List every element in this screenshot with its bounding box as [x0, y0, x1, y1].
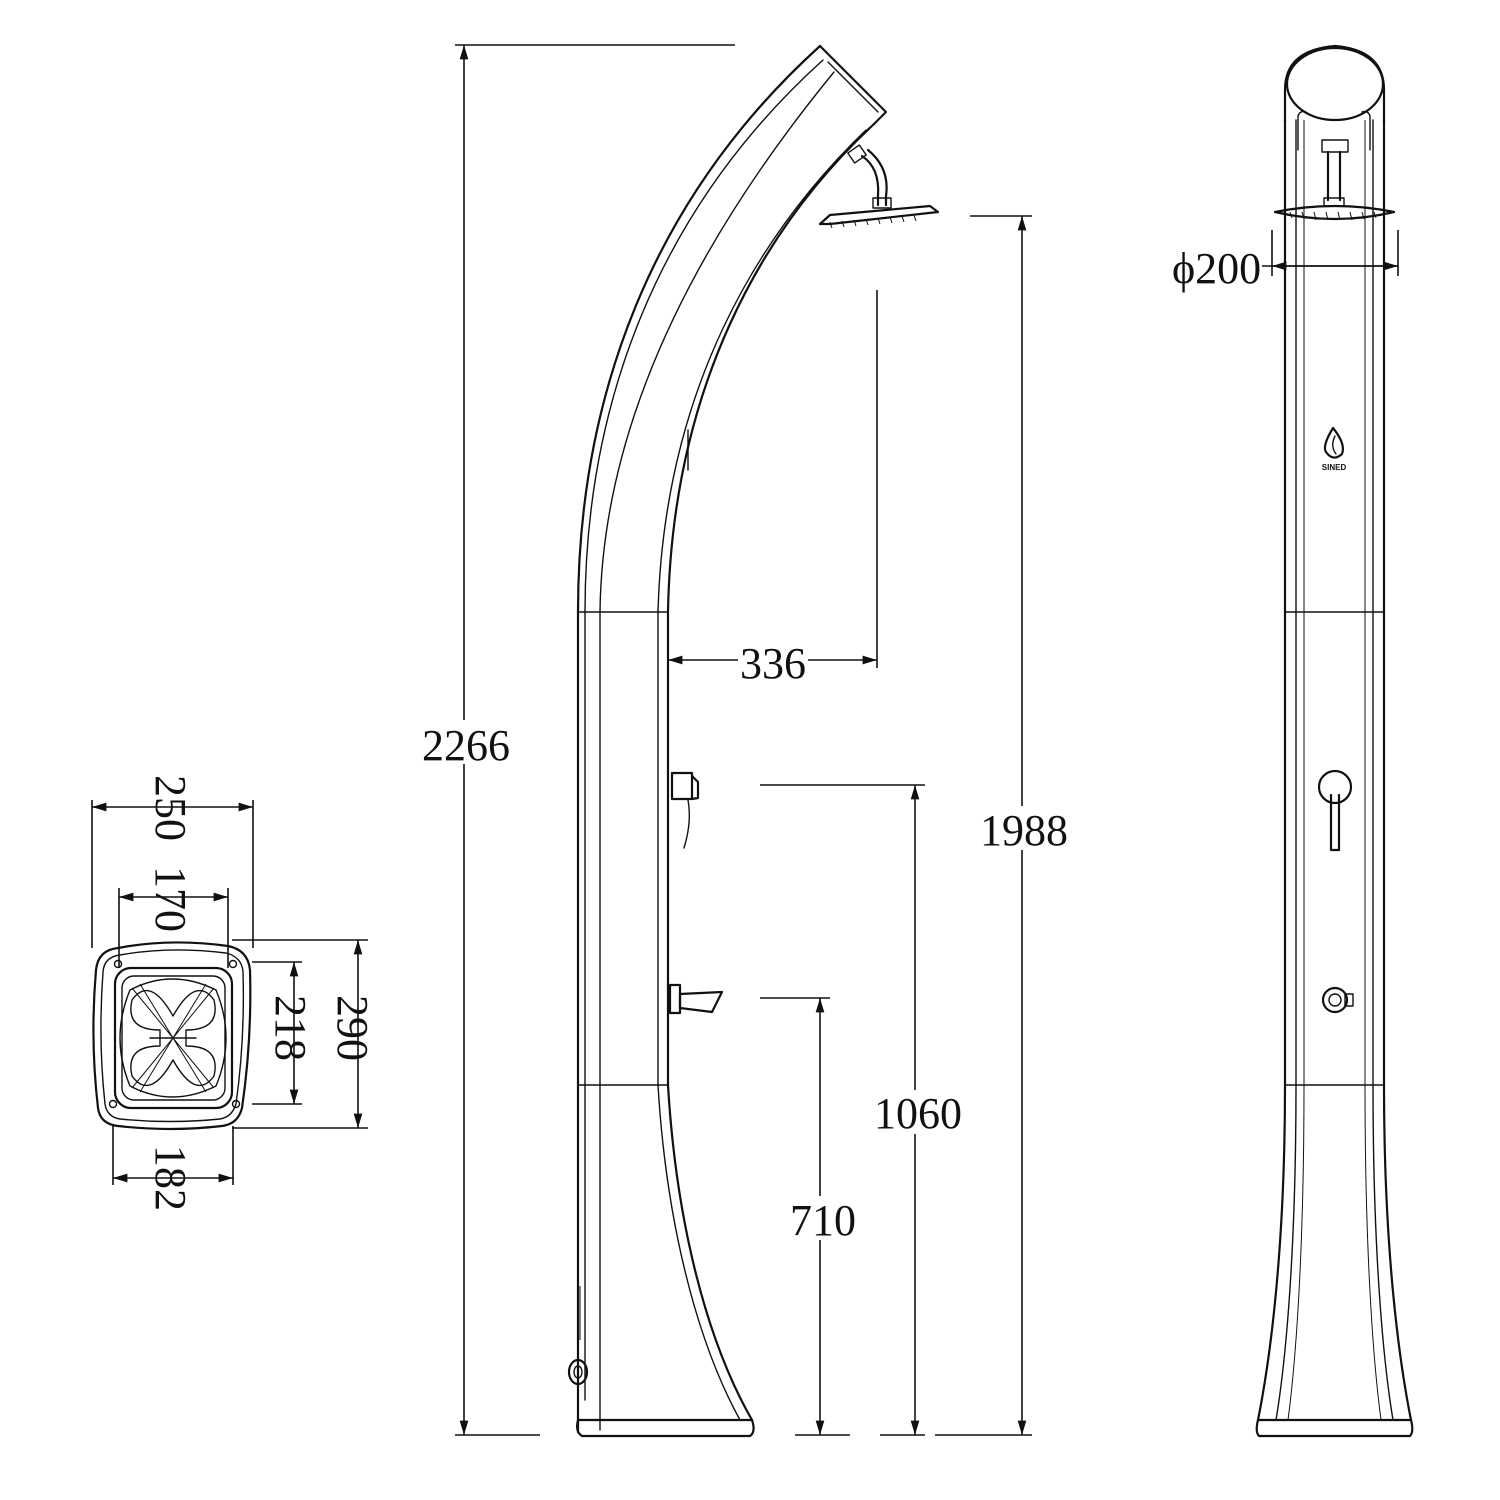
- cross-leaf-pattern: [130, 989, 216, 1087]
- mesh-lines: [131, 983, 215, 1093]
- dim-reach: 336: [740, 639, 806, 688]
- front-view-dimensions: ϕ200: [1170, 230, 1399, 293]
- drain-valve: [567, 1358, 589, 1386]
- front-outer-right: [1382, 118, 1413, 1422]
- screw-hole: [228, 959, 238, 969]
- column-top-cap: [818, 44, 888, 126]
- base-dimensions: 250 170 182 290 218: [91, 775, 377, 1211]
- dim-base-outer-depth: 290: [328, 995, 377, 1061]
- shower-head: [818, 144, 940, 229]
- front-rib-right: [1372, 119, 1394, 1421]
- column-footprint: [113, 966, 234, 1110]
- front-outer-left: [1256, 118, 1287, 1422]
- screw-hole: [231, 1099, 241, 1109]
- logo-text: SINED: [1322, 463, 1347, 472]
- column-outer-back: [576, 44, 822, 1434]
- column-back-inner: [584, 59, 824, 1401]
- column-ribs: [119, 978, 227, 1098]
- dim-base-inner-depth: 218: [266, 995, 315, 1061]
- dim-base-outer-width: 250: [146, 775, 195, 841]
- column-front-inner: [657, 129, 867, 1421]
- front-view: SINED: [1255, 44, 1414, 1438]
- column-top-cap-inner: [827, 61, 879, 113]
- side-view: [567, 44, 940, 1438]
- foot-tap: [668, 983, 724, 1015]
- dim-total-height: 2266: [422, 721, 510, 770]
- front-mixer: [1317, 769, 1353, 852]
- column-footprint-inner: [121, 975, 226, 1101]
- front-top-oval: [1285, 46, 1385, 122]
- side-view-dimensions: 2266 1988 336 1060 710: [420, 44, 1068, 1436]
- dim-base-inner-width: 170: [146, 866, 195, 932]
- base-plate-inner-edge: [100, 949, 245, 1123]
- dim-tap-height: 710: [790, 1196, 856, 1245]
- front-shower-head: [1273, 139, 1396, 221]
- dim-base-bottom-width: 182: [146, 1145, 195, 1211]
- front-rib-left: [1275, 119, 1297, 1421]
- mixer-valve: [670, 771, 700, 849]
- dim-mixer-height: 1060: [874, 1089, 962, 1138]
- screw-hole: [113, 959, 123, 969]
- dim-head-height: 1988: [980, 806, 1068, 855]
- base-plate-outline: [92, 941, 252, 1131]
- droplet-logo: SINED: [1322, 426, 1347, 472]
- side-base-plate: [576, 1418, 755, 1438]
- front-tap: [1321, 986, 1354, 1014]
- column-rib-line: [599, 71, 835, 1431]
- dim-head-diameter: ϕ200: [1172, 244, 1261, 293]
- column-outer-front: [666, 122, 876, 1422]
- screw-hole: [108, 1099, 118, 1109]
- front-base-plate: [1255, 1418, 1414, 1438]
- base-plan-view: [92, 941, 252, 1131]
